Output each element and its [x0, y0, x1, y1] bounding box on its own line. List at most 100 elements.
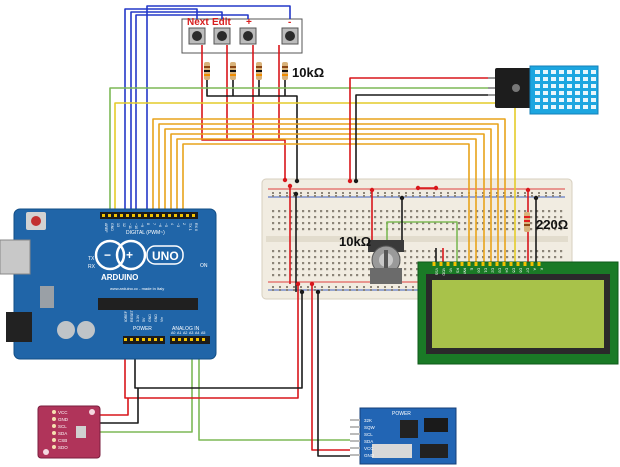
lcd-pin-label: RS: [456, 268, 460, 274]
arduino-pin: [108, 214, 111, 217]
arduino-pin: [132, 214, 135, 217]
analog-header-label: ANALOG IN: [172, 326, 200, 332]
push-button-2[interactable]: +: [239, 17, 257, 45]
lcd-pin: [523, 262, 527, 266]
push-button-1[interactable]: Edit: [212, 17, 232, 45]
wire-red-dht: [349, 77, 488, 181]
wire-green-i2c-1: [90, 346, 193, 433]
lcd-pin: [502, 262, 506, 266]
wire-red-5v: [124, 284, 299, 399]
rtc-pin-label: 32K: [364, 418, 372, 423]
arduino-pin: [190, 338, 193, 341]
lcd-pin: [481, 262, 485, 266]
button-label-2: +: [246, 17, 252, 28]
lcd-pin: [439, 262, 443, 266]
wire-junctions: [282, 177, 539, 295]
arduino-pin-label: ~9: [140, 223, 144, 227]
arduino-pin: [148, 338, 151, 341]
lcd-pin: [467, 262, 471, 266]
on-label: ON: [200, 263, 208, 269]
bmp-pin-label: SCL: [58, 424, 67, 429]
lcd-pin: [474, 262, 478, 266]
lcd-pin: [446, 262, 450, 266]
arduino-pin: [168, 214, 171, 217]
rtc-pin: [350, 426, 360, 428]
lcd-pin: [495, 262, 499, 266]
arduino-pin-label: 7: [152, 223, 156, 225]
arduino-pin-label: 5V: [142, 317, 146, 322]
bmp-pin: [52, 438, 56, 442]
arduino-pin-label: A4: [195, 331, 199, 335]
wire-orange-2: [158, 123, 499, 262]
arduino-pin-label: A3: [189, 331, 193, 335]
wire-blue-minus: [146, 5, 291, 213]
wire-black-button-bus: [206, 80, 298, 181]
arduino-pin-label: A0: [171, 331, 175, 335]
arduino-pin: [192, 214, 195, 217]
svg-text:+: +: [126, 248, 133, 262]
arduino-pin: [172, 338, 175, 341]
lcd-pin-label: E: [470, 268, 474, 271]
button-resistors: [204, 62, 288, 80]
wire-black-gnd: [134, 292, 303, 389]
digital-header-label: DIGITAL (PWM~): [126, 230, 165, 236]
arduino-pin: [142, 338, 145, 341]
lcd-pin-label: D0: [477, 268, 481, 273]
arduino-pin: [114, 214, 117, 217]
arduino-pin: [180, 214, 183, 217]
rtc-pin: [350, 433, 360, 435]
arduino-pin: [120, 214, 123, 217]
arduino-brand: ARDUINO: [101, 273, 138, 282]
backlight-resistor-value: 220Ω: [536, 217, 568, 232]
button-label-0: Next: [187, 17, 209, 28]
wire-black-bmp: [90, 388, 139, 424]
arduino-pin-label: 12: [122, 223, 126, 227]
wire-orange-5: [176, 138, 477, 262]
arduino-pin: [178, 338, 181, 341]
arduino-pin: [130, 338, 133, 341]
arduino-pin-label: ~10: [134, 223, 138, 229]
resistor-edit: [230, 62, 236, 80]
bmp-pin: [52, 410, 56, 414]
arduino-model: UNO: [152, 249, 179, 263]
usb-port: [0, 239, 31, 275]
arduino-pin-label: GND: [148, 314, 152, 322]
wire-blue-next: [124, 8, 198, 213]
arduino-pin-label: 4: [170, 223, 174, 225]
backlight-resistor: [524, 212, 530, 232]
wire-yellow: [114, 102, 516, 262]
potentiometer: [368, 240, 404, 284]
lcd-pin-label: D1: [484, 268, 488, 273]
bmp-pin: [52, 424, 56, 428]
lcd-pin: [432, 262, 436, 266]
arduino-pin: [174, 214, 177, 217]
lcd-pin-label: D2: [491, 268, 495, 273]
arduino-pin-label: IOREF: [124, 310, 128, 322]
wire-green-pot: [386, 221, 458, 262]
push-button-0[interactable]: Next: [187, 17, 209, 45]
rtc-pin-label: GND: [364, 453, 375, 458]
arduino-pin-label: 3.3V: [136, 314, 140, 322]
arduino-pin-label: RESET: [130, 309, 134, 322]
arduino-site: www.arduino.cc - made in Italy: [110, 286, 164, 291]
lcd-pin: [516, 262, 520, 266]
potentiometer-value: 10kΩ: [339, 234, 371, 249]
rtc-pin: [350, 440, 360, 442]
lcd-pin: [460, 262, 464, 266]
arduino-pin-label: ~11: [128, 223, 132, 229]
button-label-1: Edit: [212, 17, 232, 28]
arduino-pin-label: GND: [110, 223, 114, 231]
wire-red-bmp: [90, 398, 129, 416]
bmp-pin: [52, 445, 56, 449]
bmp-pin: [52, 417, 56, 421]
rtc-pin: [350, 447, 360, 449]
arduino-pin: [126, 214, 129, 217]
rtc-pin-label: SCL: [364, 432, 373, 437]
arduino-pin-label: Vin: [160, 317, 164, 322]
arduino-pin: [102, 214, 105, 217]
wire-green-i2c-2: [198, 346, 350, 441]
atmega-chip: [98, 298, 198, 310]
push-button-3[interactable]: -: [281, 17, 299, 45]
